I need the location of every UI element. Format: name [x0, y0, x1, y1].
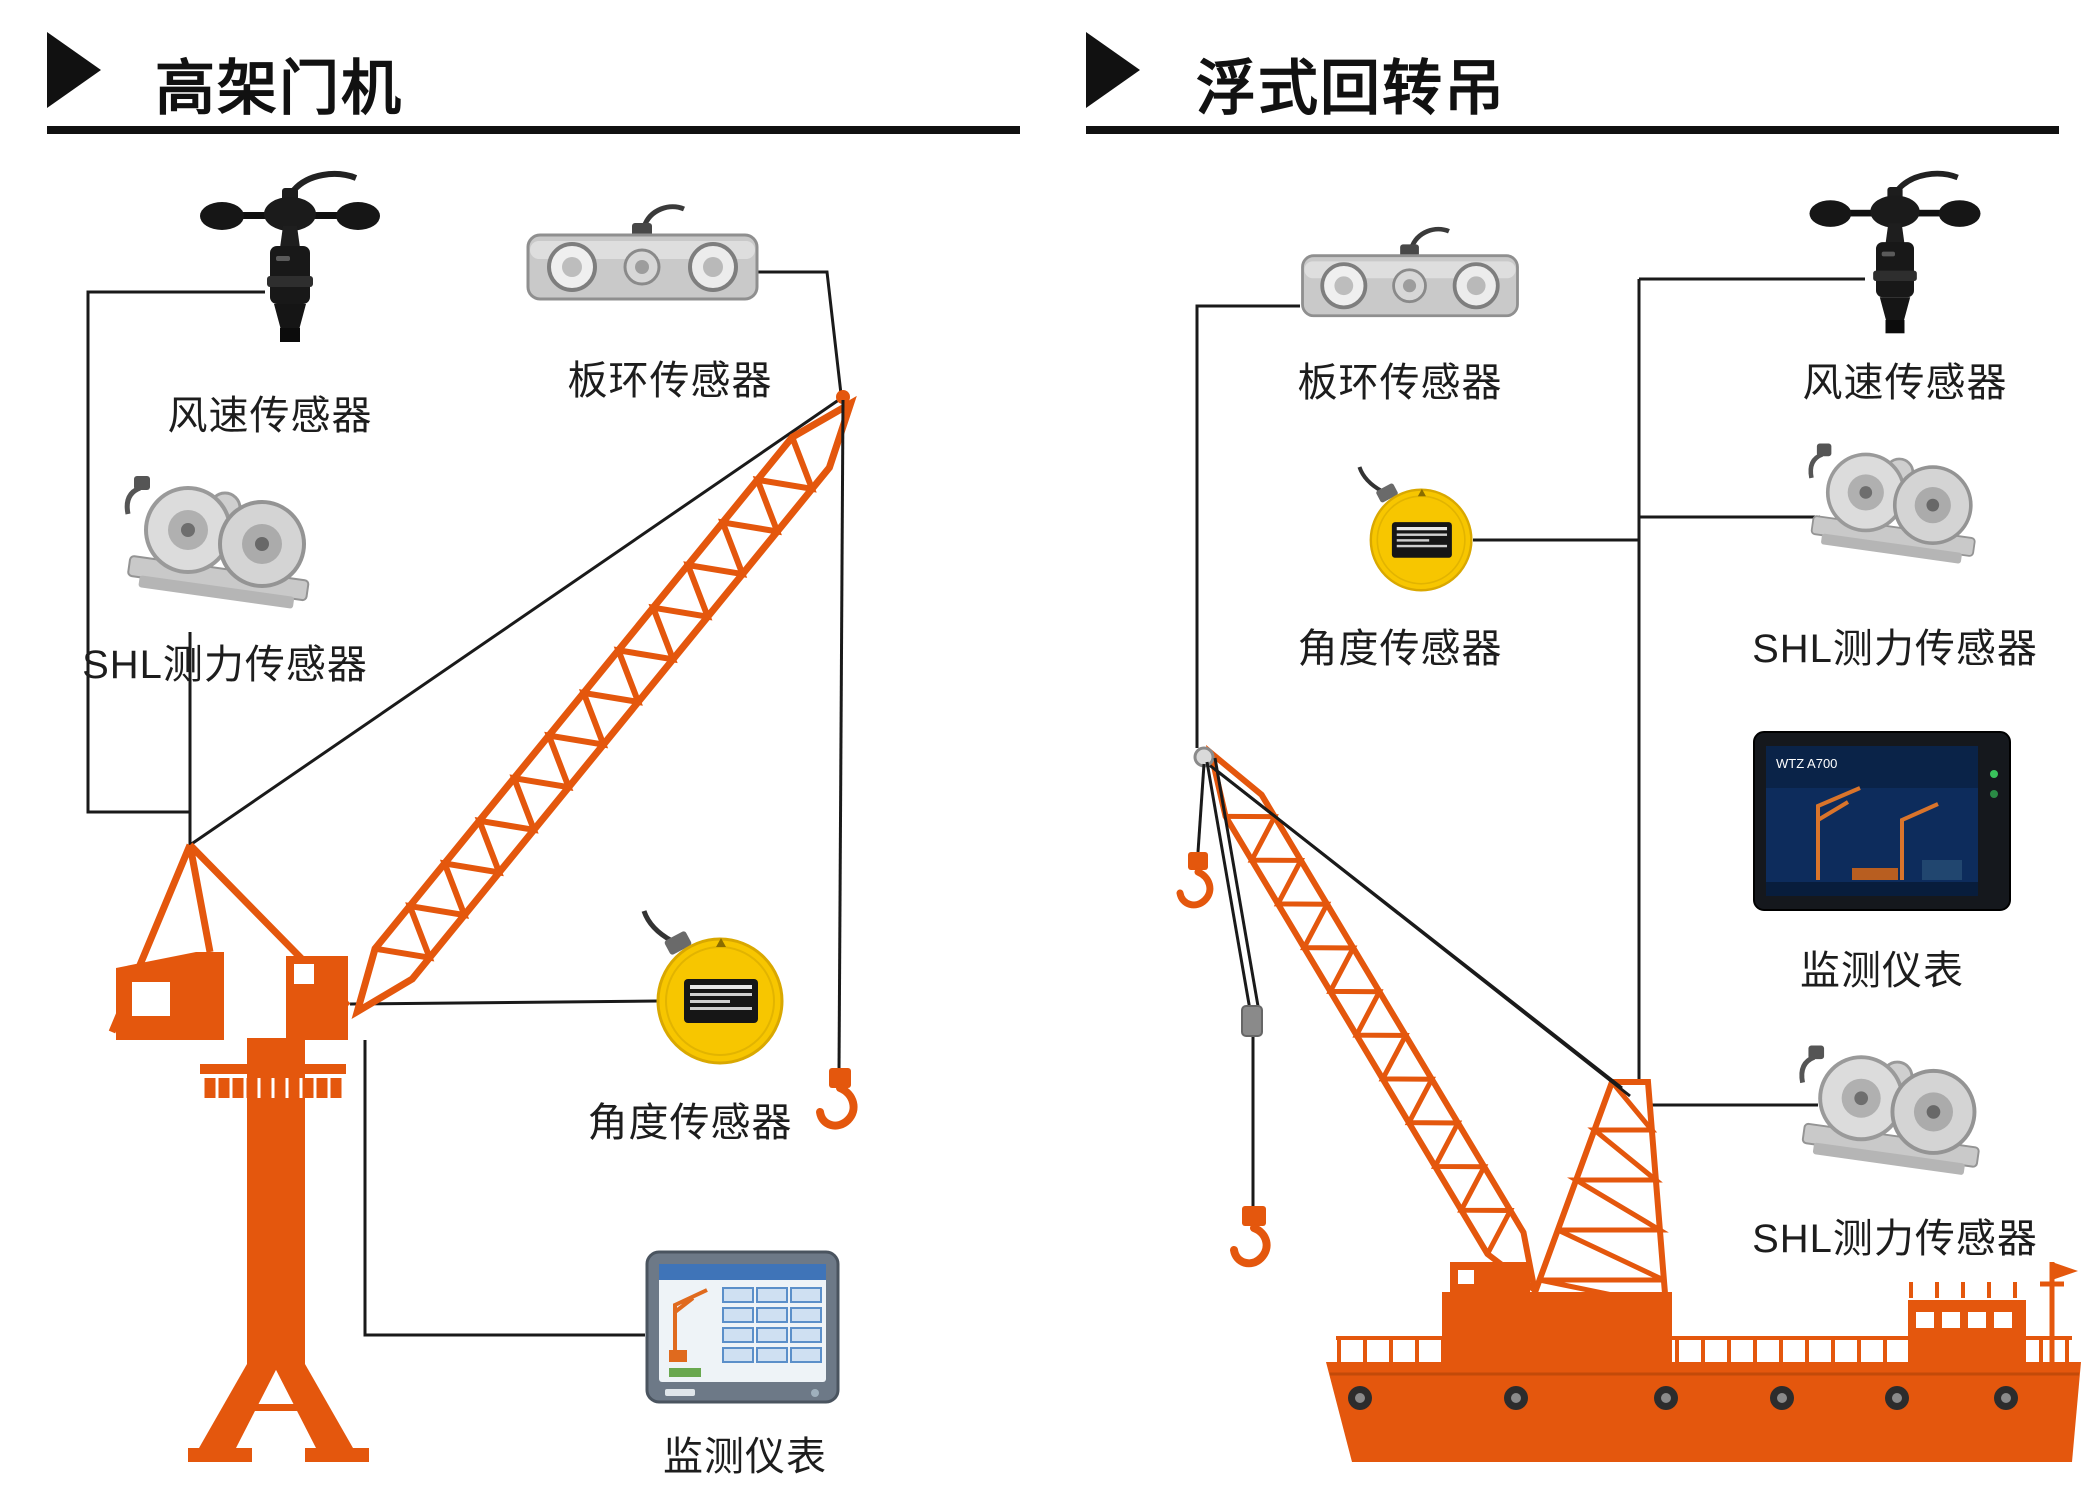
lower-hook [1230, 1206, 1271, 1268]
sensor-label: 角度传感器 [587, 1101, 793, 1145]
crane-hook [816, 1068, 858, 1130]
monitor-model-text: WTZ A700 [1776, 756, 1837, 771]
cab-window [132, 982, 170, 1016]
rope-load-cell [1241, 1005, 1263, 1037]
left-header-underline [47, 126, 1020, 134]
crane-tower [200, 1038, 346, 1364]
right-crane-illustration [1176, 744, 2081, 1462]
left-crane-illustration [108, 390, 858, 1462]
crane-legs [188, 1364, 369, 1462]
sensor-label: SHL测力传感器 [1752, 1217, 2038, 1261]
angle-sensor-icon [620, 905, 805, 1065]
sensor-label: 角度传感器 [1297, 627, 1503, 671]
a-frame [1525, 1079, 1670, 1309]
pulley-load-cell-icon [110, 450, 325, 630]
sensor-label: 风速传感器 [167, 394, 373, 438]
connector-lines-left [86, 270, 843, 1337]
anemometer-icon [1800, 168, 1990, 339]
monitor-icon: WTZ A700 [1753, 731, 2011, 911]
sensor-label: SHL测力传感器 [82, 643, 368, 687]
sensor-label: 板环传感器 [567, 359, 773, 403]
hoist-cables [1196, 757, 1260, 1206]
plate-ring-load-cell-icon [1295, 218, 1525, 345]
pulley-load-cell-icon [1785, 1020, 1995, 1196]
sensor-label: 监测仪表 [1800, 949, 1964, 993]
sensor-label: 监测仪表 [663, 1435, 827, 1479]
angle-sensor-icon [1340, 462, 1490, 592]
right-section-title: 浮式回转吊 [1196, 55, 1506, 122]
crane-boom [351, 395, 857, 1020]
sensor-label: 风速传感器 [1802, 361, 2008, 405]
house-window [294, 964, 314, 984]
portholes [1348, 1386, 2018, 1410]
left-section-title: 高架门机 [155, 55, 403, 122]
pulley-load-cell-icon [1795, 420, 1990, 583]
sensor-label: SHL测力传感器 [1752, 627, 2038, 671]
right-header-underline [1086, 126, 2059, 134]
monitor-icon [645, 1250, 840, 1404]
sensor-label: 板环传感器 [1297, 361, 1503, 405]
boom-tip-sheave [836, 390, 850, 404]
boom-tip-sheave [1193, 746, 1215, 768]
upper-hook [1176, 852, 1214, 909]
connector-lines-right [1195, 277, 1865, 1107]
backstay-cable [189, 395, 844, 847]
plate-ring-load-cell-icon [520, 195, 765, 330]
stern-mast [2040, 1262, 2078, 1362]
pendant-cables [1207, 762, 1631, 1098]
crane-pedestal [1442, 1262, 1672, 1362]
hoist-cable [837, 399, 845, 1073]
anemometer-icon [190, 168, 390, 348]
deckhouse [1908, 1282, 2026, 1362]
